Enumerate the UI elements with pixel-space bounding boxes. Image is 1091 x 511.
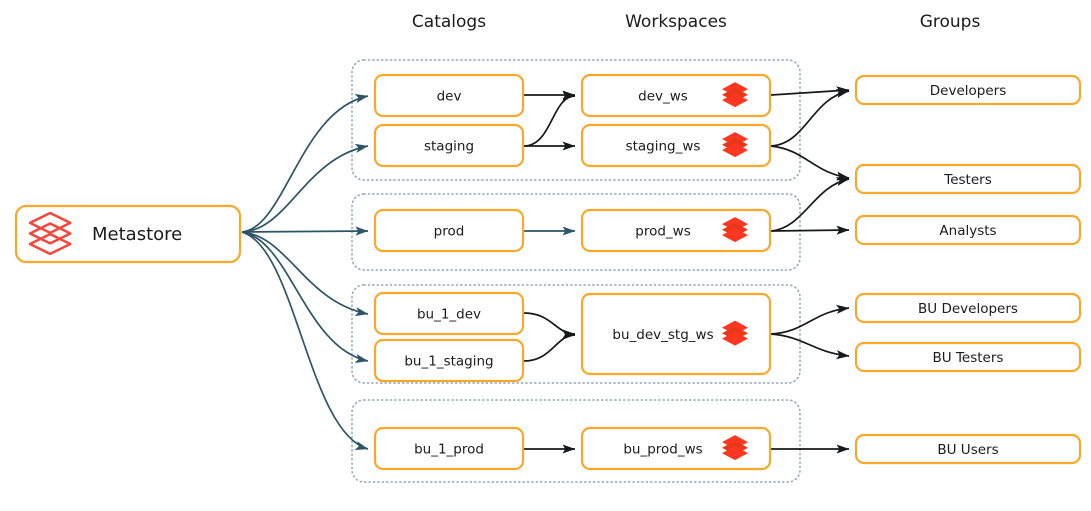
catalog-node-bu_1_staging[interactable]: bu_1_staging — [373, 338, 525, 383]
frame-prod — [351, 193, 801, 271]
group-node-developers[interactable]: Developers — [854, 74, 1082, 106]
workspace-node-prod_ws[interactable]: prod_ws — [580, 208, 772, 253]
catalog-node-box — [373, 208, 525, 253]
edge-metastore-to-bu_1_dev — [241, 231, 369, 317]
catalog-node-label: prod — [434, 224, 465, 240]
group-node-box — [854, 433, 1082, 465]
edge-metastore-to-dev — [241, 94, 369, 233]
edge-staging-to-dev_ws — [523, 91, 576, 147]
edge-metastore-to-bu_1_staging — [241, 231, 369, 363]
group-node-testers[interactable]: Testers — [854, 163, 1082, 195]
group-node-bu_users[interactable]: BU Users — [854, 433, 1082, 465]
group-node-label: BU Testers — [933, 350, 1004, 366]
catalog-node-prod[interactable]: prod — [373, 208, 525, 253]
group-node-label: Analysts — [939, 223, 996, 239]
edge-layer — [241, 86, 850, 454]
workspace-node-box — [580, 123, 772, 168]
workspace-node-label: dev_ws — [638, 89, 688, 105]
group-node-label: Developers — [930, 83, 1006, 99]
frame-bu-prod — [351, 399, 801, 483]
catalog-node-bu_1_prod[interactable]: bu_1_prod — [373, 426, 525, 471]
metastore-node[interactable]: Metastore — [14, 204, 242, 264]
databricks-logo-outline-icon — [28, 211, 72, 256]
catalog-node-box — [373, 338, 525, 383]
group-node-label: BU Developers — [918, 301, 1018, 317]
group-node-analysts[interactable]: Analysts — [854, 214, 1082, 246]
group-node-label: Testers — [943, 172, 991, 188]
edge-staging_ws-to-testers — [770, 145, 850, 181]
column-header-catalogs: Catalogs — [412, 12, 486, 32]
frame-bu-dev-stg — [351, 284, 801, 384]
edge-metastore-to-staging — [241, 143, 369, 233]
workspace-node-label: staging_ws — [626, 139, 701, 155]
metastore-label: Metastore — [92, 224, 182, 245]
catalog-node-label: bu_1_staging — [404, 354, 493, 370]
column-header-workspaces: Workspaces — [625, 12, 727, 32]
catalog-node-label: staging — [424, 139, 474, 155]
workspace-node-bu_dev_stg_ws[interactable]: bu_dev_stg_ws — [580, 292, 772, 376]
column-headers: Catalogs Workspaces Groups — [412, 12, 981, 32]
catalog-node-dev[interactable]: dev — [373, 73, 525, 118]
catalog-node-label: bu_1_prod — [414, 442, 484, 458]
group-node-box — [854, 74, 1082, 106]
edge-prod_ws-to-analysts — [770, 225, 850, 235]
group-node-label: BU Users — [937, 442, 998, 458]
edge-metastore-to-bu_1_prod — [241, 231, 369, 450]
node-layer: dev staging prod bu_1_dev bu_1_staging bu_1_p… — [14, 73, 1082, 471]
workspace-node-label: bu_dev_stg_ws — [612, 327, 713, 343]
edge-bu_1_staging-to-bu_dev_stg_ws — [523, 330, 576, 362]
catalog-node-box — [373, 73, 525, 118]
catalog-node-label: dev — [437, 89, 462, 105]
group-node-bu_developers[interactable]: BU Developers — [854, 292, 1082, 324]
column-header-groups: Groups — [920, 12, 981, 32]
metastore-box — [14, 204, 242, 264]
workspace-node-label: prod_ws — [635, 224, 690, 240]
group-frames — [351, 59, 801, 483]
edge-metastore-to-prod — [241, 226, 369, 236]
edge-bu_dev_stg_ws-to-bu_testers — [770, 333, 850, 360]
workspace-node-box — [580, 73, 772, 118]
edge-bu_1_dev-to-bu_dev_stg_ws — [523, 312, 576, 339]
catalog-node-box — [373, 291, 525, 336]
group-node-box — [854, 341, 1082, 373]
group-node-box — [854, 163, 1082, 195]
edge-prod_ws-to-testers — [770, 176, 850, 232]
group-node-box — [854, 292, 1082, 324]
workspace-node-staging_ws[interactable]: staging_ws — [580, 123, 772, 168]
catalog-node-label: bu_1_dev — [417, 307, 481, 323]
workspace-node-dev_ws[interactable]: dev_ws — [580, 73, 772, 118]
catalog-node-box — [373, 123, 525, 168]
group-node-box — [854, 214, 1082, 246]
workspace-node-box — [580, 208, 772, 253]
catalog-node-bu_1_dev[interactable]: bu_1_dev — [373, 291, 525, 336]
workspace-node-bu_prod_ws[interactable]: bu_prod_ws — [580, 426, 772, 471]
workspace-node-box — [580, 292, 772, 376]
edge-staging_ws-to-developers — [770, 88, 850, 147]
frame-dev-staging — [351, 59, 801, 181]
group-node-bu_testers[interactable]: BU Testers — [854, 341, 1082, 373]
workspace-node-label: bu_prod_ws — [623, 442, 702, 458]
edge-bu_dev_stg_ws-to-bu_developers — [770, 304, 850, 335]
catalog-node-box — [373, 426, 525, 471]
workspace-node-box — [580, 426, 772, 471]
catalog-node-staging[interactable]: staging — [373, 123, 525, 168]
